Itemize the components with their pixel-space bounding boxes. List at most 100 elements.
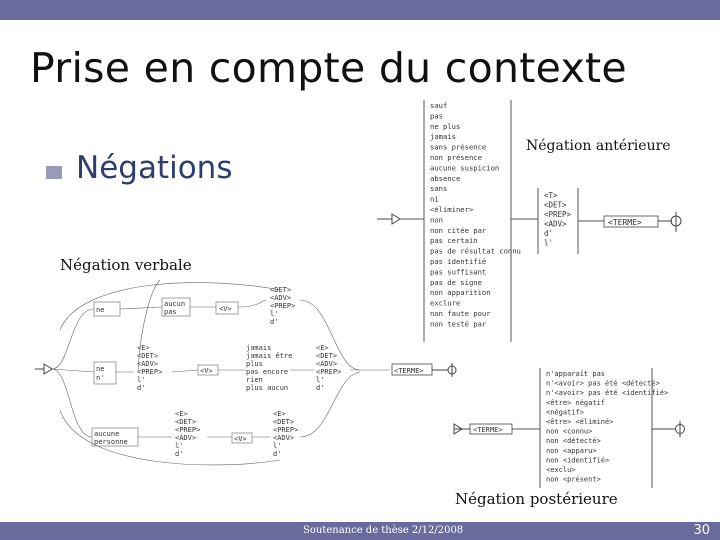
anterior-item-13: pas certain [430,236,478,245]
verbal-g8-2: <ADV> [316,360,337,368]
verbal-g9-1: <DET> [273,418,294,426]
verbal-g4-3: l' [270,310,278,318]
posterior-item-9: non <identifié> [546,456,609,464]
anterior-item-11: non [430,215,443,224]
verbal-g5-2: <ADV> [137,360,158,368]
verbal-negation-graph: ne ne n' aucune personne aucun pas <V> <… [35,279,457,466]
verbal-g4-4: d' [270,318,278,326]
anterior-item-19: exclure [430,299,460,308]
label-posterior-negation: Négation postérieure [455,490,618,508]
anterior-item-15: pas identifié [430,257,486,266]
verbal-tag-v2: <V> [200,367,213,375]
posterior-item-4: <négatif> [546,408,584,416]
verbal-g2-ne: ne [96,365,104,373]
verbal-g6-0: <E> [175,410,188,418]
label-verbal-negation: Négation verbale [60,256,192,274]
anterior-tag-1: <DET> [544,201,567,210]
anterior-item-8: sans [430,184,447,193]
verbal-aucun: aucun [164,300,185,308]
verbal-g3-personne: personne [94,438,128,446]
anterior-item-14: pas de résultat connu [430,247,521,256]
verbal-g6-3: <ADV> [175,434,196,442]
anterior-item-4: sans présence [430,143,486,152]
posterior-item-7: non <détecté> [546,437,601,445]
verbal-g2-n: n' [96,374,104,382]
slide-title: Prise en compte du contexte [30,44,627,92]
verbal-g7-1: jamais être [246,352,292,360]
posterior-item-6: non <connu> [546,428,592,436]
anterior-tag-0: <T> [544,191,558,200]
verbal-g5-0: <E> [137,344,150,352]
anterior-tag-5: l' [544,239,553,248]
anterior-item-9: ni [430,195,439,204]
bullet-marker [46,166,62,179]
posterior-item-5: <être> <éliminé> [546,418,613,426]
verbal-g7-4: rien [246,376,263,384]
anterior-item-20: non faute pour [430,309,491,318]
verbal-g5-5: d' [137,384,145,392]
verbal-pas: pas [164,308,177,316]
anterior-item-18: non apparition [430,288,491,297]
anterior-item-12: non citée par [430,226,487,235]
verbal-g7-3: pas encore [246,368,288,376]
verbal-g8-4: l' [316,376,324,384]
verbal-tag-v: <V> [219,305,232,313]
verbal-g9-0: <E> [273,410,286,418]
verbal-g8-3: <PREP> [316,368,341,376]
anterior-item-2: ne plus [430,122,460,131]
anterior-tag-3: <ADV> [544,220,567,229]
posterior-item-0: n'apparaît pas [546,370,605,378]
verbal-terme: <TERME> [394,367,424,375]
verbal-g8-1: <DET> [316,352,337,360]
top-bar [0,0,720,20]
verbal-g9-3: <ADV> [273,434,294,442]
verbal-g9-4: l' [273,442,281,450]
bottom-bar [0,522,720,540]
verbal-g3-aucune: aucune [94,430,119,438]
anterior-item-0: sauf [430,101,447,110]
anterior-item-10: <éliminer> [430,205,474,214]
anterior-item-16: pas suffisant [430,267,486,276]
verbal-g4-1: <ADV> [270,294,291,302]
verbal-g9-2: <PREP> [273,426,298,434]
posterior-item-3: <être> négatif [546,399,605,407]
verbal-g7-0: jamais [246,344,271,352]
anterior-item-7: absence [430,174,460,183]
verbal-g9-5: d' [273,450,281,458]
posterior-item-8: non <apparu> [546,447,597,455]
posterior-item-10: <exclu> [546,466,576,474]
verbal-g5-1: <DET> [137,352,158,360]
verbal-g8-0: <E> [316,344,329,352]
anterior-item-17: pas de signe [430,278,482,287]
anterior-item-6: aucune suspicion [430,163,499,172]
bullet-negations: Négations [76,150,233,186]
verbal-g5-4: l' [137,376,145,384]
anterior-terme: <TERME> [608,218,642,227]
initial-state-arrow [391,213,401,225]
verbal-g6-1: <DET> [175,418,196,426]
verbal-g7-2: plus [246,360,263,368]
posterior-item-2: n'<avoir> pas été <identifié> [546,389,668,397]
verbal-g5-3: <PREP> [137,368,162,376]
anterior-item-1: pas [430,111,443,120]
verbal-g4-2: <PREP> [270,302,295,310]
anterior-item-3: jamais [430,132,456,141]
verbal-g1-ne: ne [96,306,104,314]
verbal-g4-0: <DET> [270,286,291,294]
posterior-item-11: non <présent> [546,476,601,484]
verbal-g6-4: l' [175,442,183,450]
page-number: 30 [693,523,710,538]
anterior-item-5: non présence [430,153,482,162]
verbal-g6-2: <PREP> [175,426,200,434]
verbal-initial-arrow [43,363,53,375]
anterior-tag-4: d' [544,229,553,238]
posterior-item-1: n'<avoir> pas été <détecté> [546,380,660,388]
verbal-tag-v3: <V> [234,435,247,443]
anterior-item-21: non testé par [430,319,487,328]
verbal-g7-5: plus aucun [246,384,288,392]
footer-text: Soutenance de thèse 2/12/2008 [303,525,464,536]
verbal-g6-5: d' [175,450,183,458]
